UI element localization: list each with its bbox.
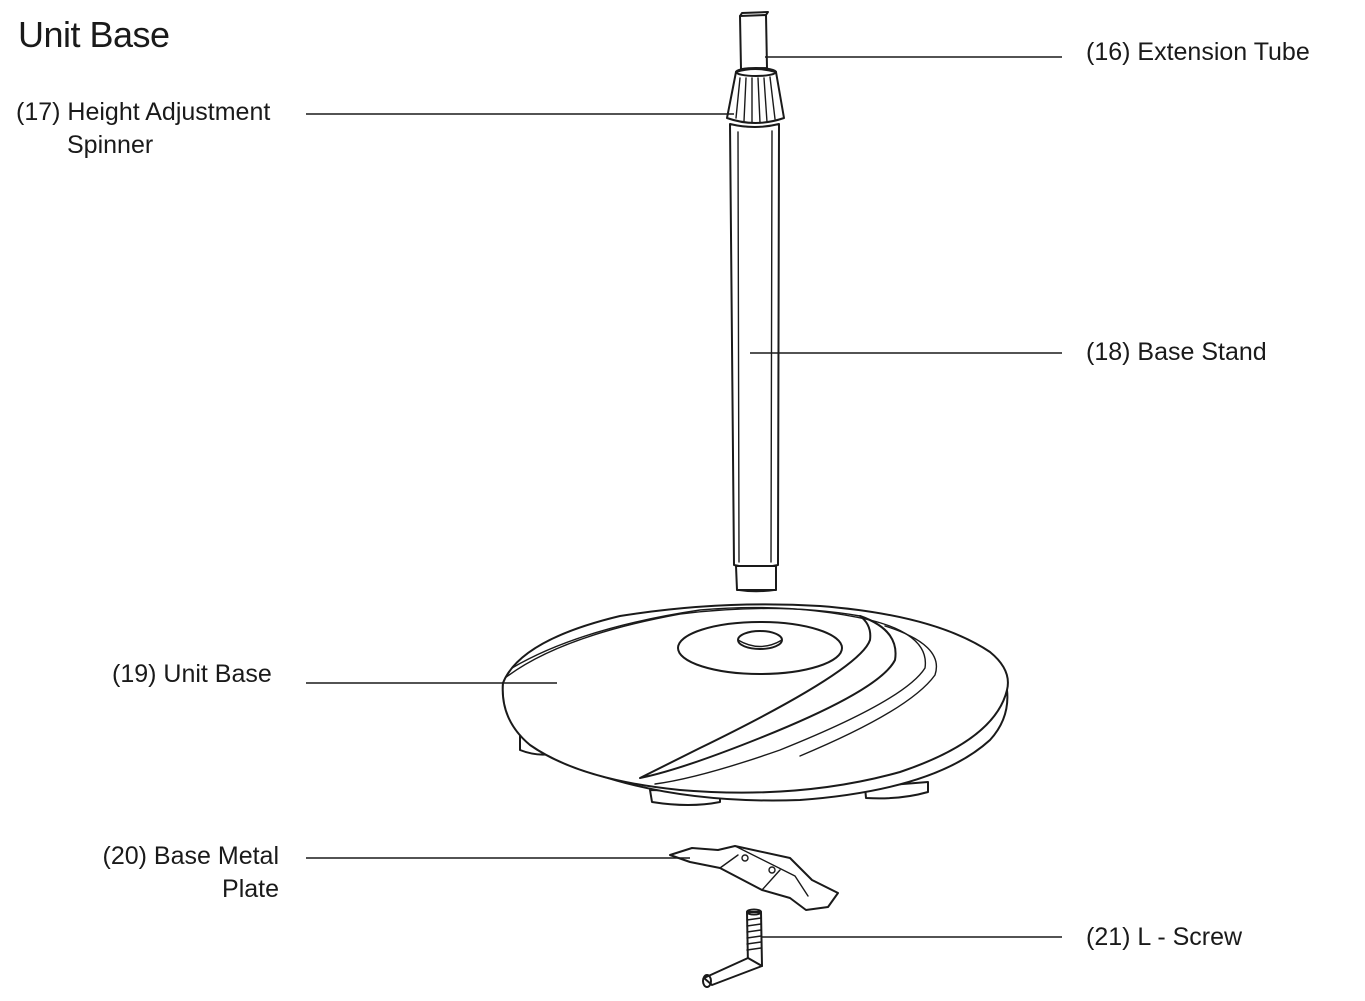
label-extension-tube: (16) Extension Tube	[1086, 38, 1310, 66]
unit-base	[501, 603, 1009, 806]
label-base-metal-plate-line1: (20) Base Metal	[102, 842, 279, 870]
height-adjustment-spinner	[726, 67, 785, 124]
base-stand	[729, 123, 780, 593]
label-base-metal-plate-line2: Plate	[222, 875, 279, 903]
label-l-screw: (21) L - Screw	[1086, 923, 1243, 951]
l-screw	[702, 908, 763, 988]
label-unit-base: (19) Unit Base	[112, 660, 272, 688]
base-metal-plate	[669, 845, 839, 911]
label-base-stand: (18) Base Stand	[1086, 338, 1267, 366]
label-height-adjustment-spinner: (17) Height Adjustment Spinner	[16, 96, 270, 162]
extension-tube	[739, 11, 769, 70]
page-title: Unit Base	[18, 14, 170, 55]
label-base-metal-plate: (20) Base Metal Plate	[94, 840, 279, 906]
label-height-adjustment-spinner-line2: Spinner	[67, 131, 154, 159]
label-height-adjustment-spinner-line1: (17) Height Adjustment	[16, 98, 271, 126]
